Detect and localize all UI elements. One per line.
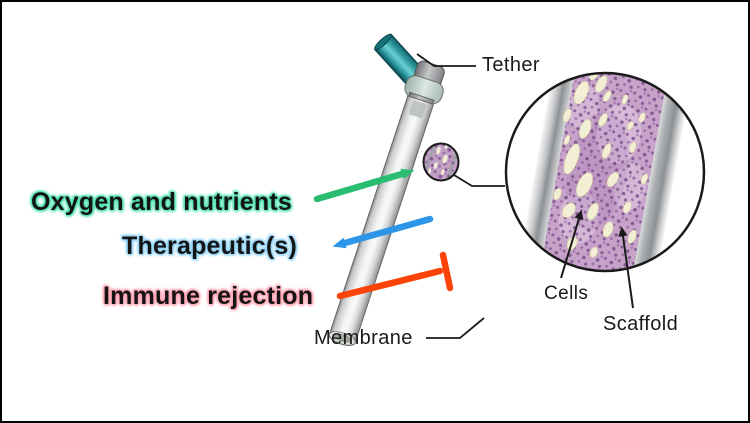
cells-label: Cells	[544, 283, 589, 304]
scaffold-label: Scaffold	[603, 313, 679, 335]
tether-label: Tether	[482, 54, 540, 76]
inset-membrane-wall-right	[626, 73, 694, 271]
immune-inhibitor-bar	[439, 251, 454, 292]
scaffold-blobs	[553, 73, 649, 258]
scaffold-arrow	[618, 226, 634, 309]
immune-inhibitor-line	[336, 267, 444, 300]
membrane-label: Membrane	[314, 327, 413, 349]
magnifier-small-circle	[422, 142, 460, 182]
therapeutics-arrow	[332, 215, 434, 249]
oxygen-arrow	[313, 168, 415, 203]
therapeutics-label: Therapeutic(s)	[122, 232, 298, 260]
oxygen-label: Oxygen and nutrients	[31, 188, 292, 216]
immune-label: Immune rejection	[103, 282, 314, 310]
magnifier-big-circle	[504, 71, 706, 273]
magnifier-connector-line	[453, 174, 505, 187]
tether-leader-line	[416, 53, 476, 67]
histology-inset	[504, 71, 706, 273]
inset-membrane-wall-left	[516, 73, 582, 271]
cells-arrow	[560, 209, 584, 279]
device-tube	[328, 60, 445, 346]
tube-opening	[333, 333, 352, 343]
membrane-leader-line	[426, 317, 485, 339]
